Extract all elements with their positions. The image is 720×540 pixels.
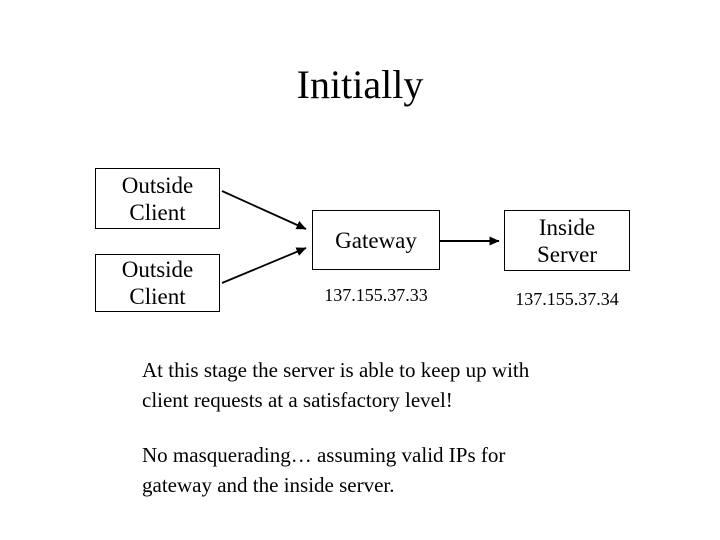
box-label-line: Gateway [335, 227, 417, 253]
outside-client-1-box: Outside Client [95, 168, 220, 229]
inside-server-ip-label: 137.155.37.34 [515, 289, 619, 309]
arrow-client1-to-gateway [221, 190, 307, 230]
box-label-line: Outside [121, 172, 194, 198]
box-label-line: Client [129, 199, 186, 225]
gateway-box: Gateway [312, 210, 440, 270]
paragraph-no-masquerading: No masquerading… assuming valid IPs for … [142, 440, 505, 500]
paragraph-line: gateway and the inside server. [142, 473, 395, 497]
outside-client-2-box: Outside Client [95, 254, 220, 312]
box-label-line: Inside [538, 214, 596, 240]
slide-title: Initially [296, 62, 424, 107]
arrow-client2-to-gateway [221, 247, 307, 284]
box-label-line: Client [129, 284, 186, 309]
paragraph-line: client requests at a satisfactory level! [142, 388, 453, 412]
box-label-line: Server [536, 241, 598, 267]
gateway-ip-label: 137.155.37.33 [324, 285, 428, 305]
inside-server-box: Inside Server [504, 210, 630, 271]
paragraph-server-keep-up: At this stage the server is able to keep… [142, 355, 529, 415]
paragraph-line: No masquerading… assuming valid IPs for [142, 443, 506, 467]
box-label-line: Outside [121, 257, 194, 282]
paragraph-line: At this stage the server is able to keep… [142, 358, 530, 382]
